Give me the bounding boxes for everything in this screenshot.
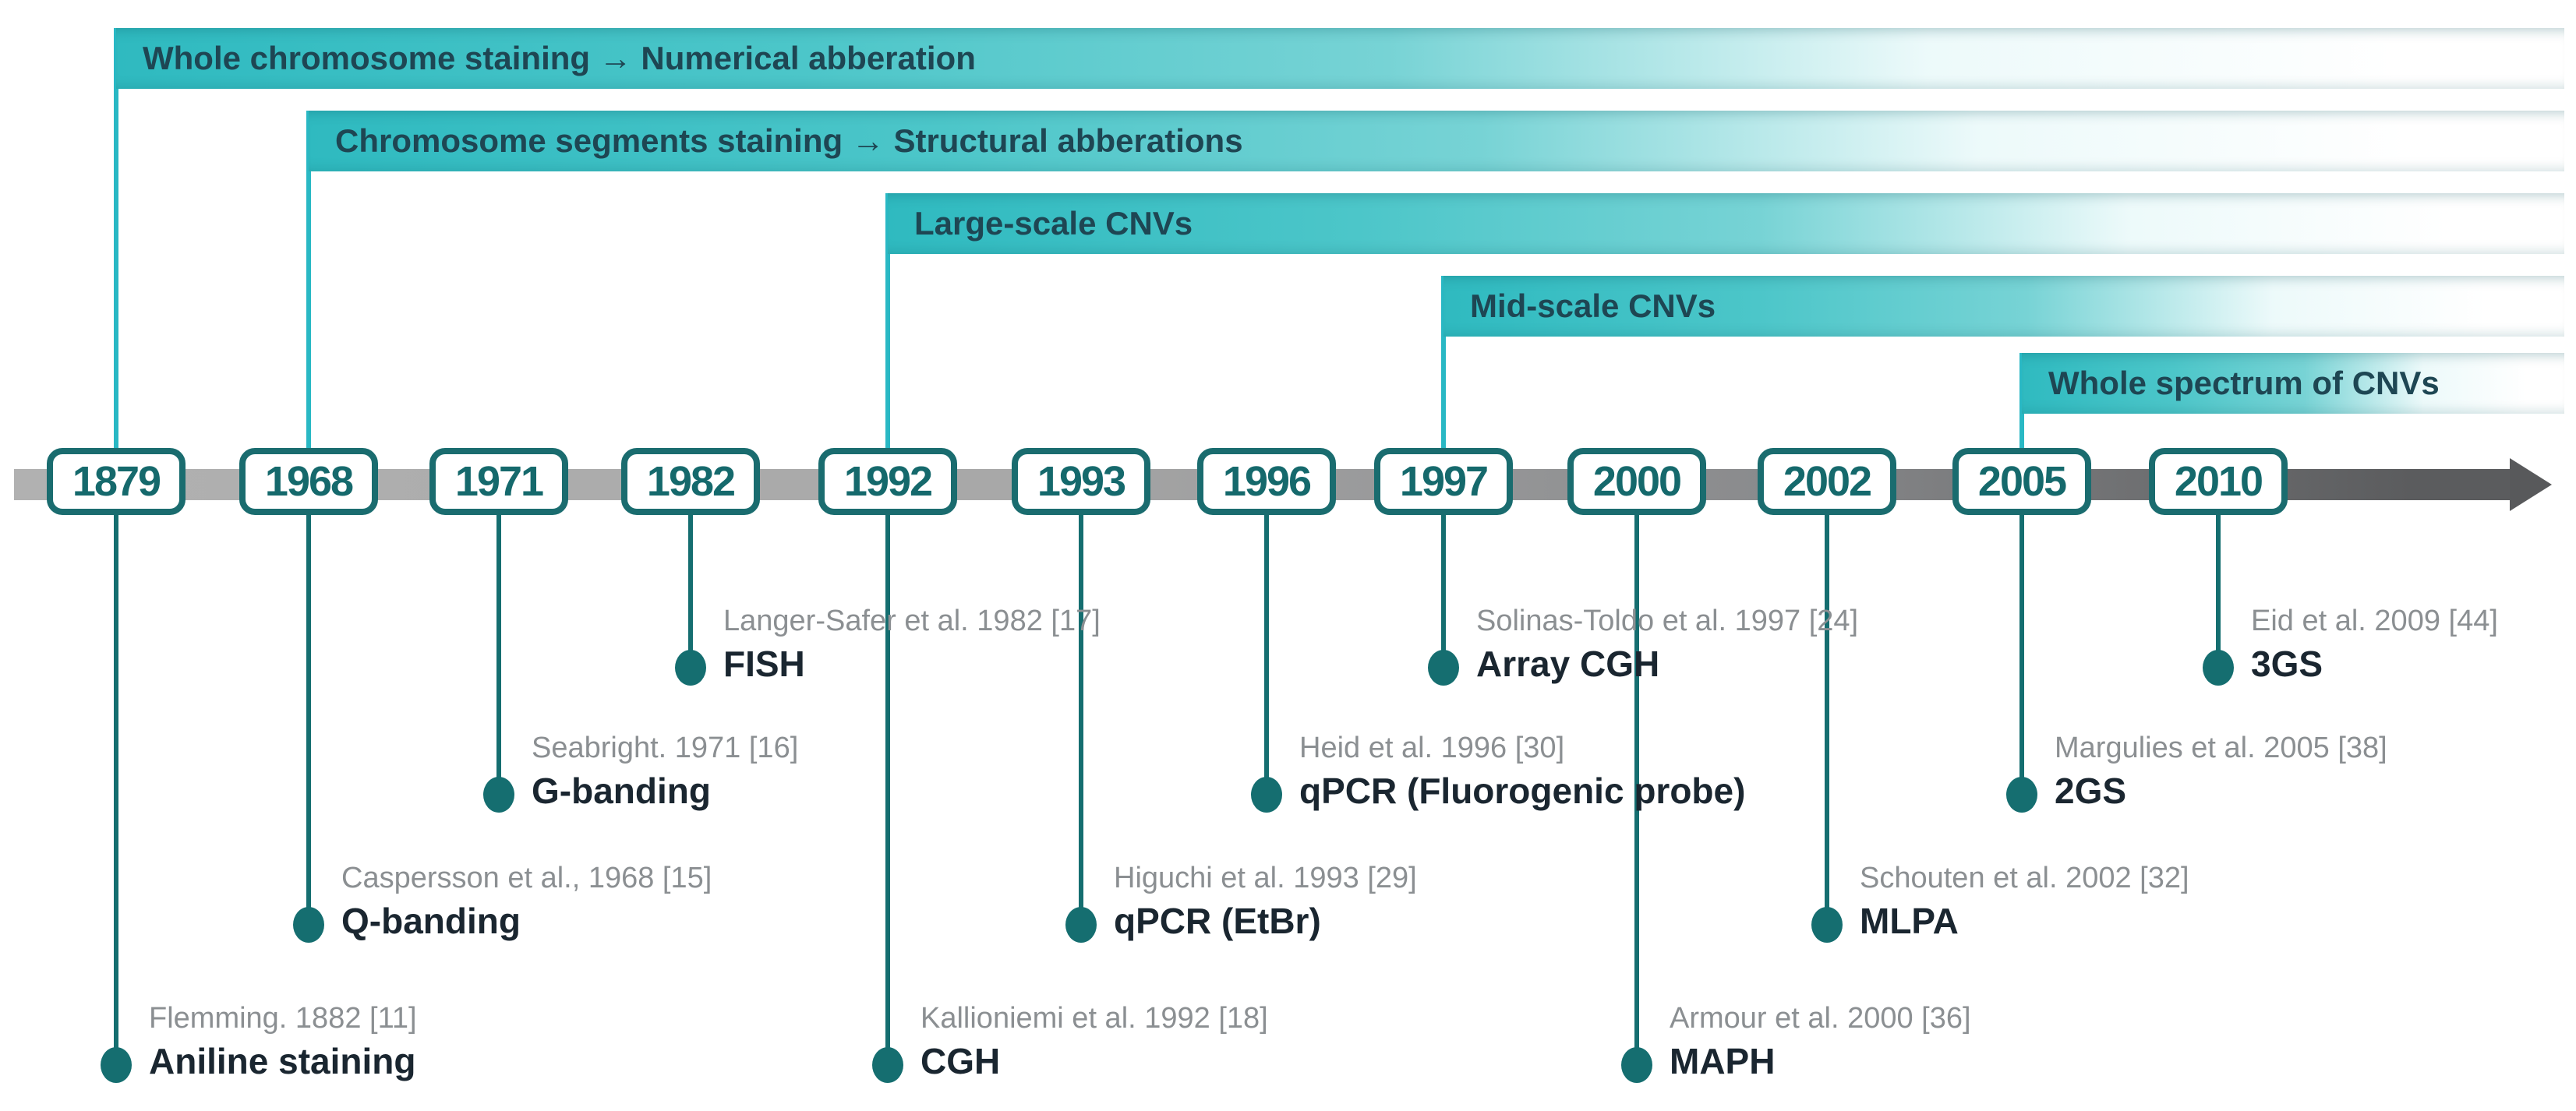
banner-label: Chromosome segments staining → Structura… (335, 122, 1243, 159)
milestone-citation: Higuchi et al. 1993 [29] (1114, 862, 1417, 894)
year-box: 2010 (2149, 448, 2288, 515)
year-connector-line (1079, 513, 1083, 925)
year-connector-line (1264, 513, 1269, 795)
year-box: 2005 (1952, 448, 2091, 515)
year-connector-line (885, 513, 890, 1065)
year-label: 1879 (72, 458, 161, 505)
milestone-dot (1065, 907, 1097, 943)
year-label: 1996 (1222, 458, 1312, 505)
year-box: 2000 (1567, 448, 1706, 515)
milestone-entry: Eid et al. 2009 [44] 3GS (2251, 604, 2498, 685)
year-connector-line (114, 513, 118, 1065)
milestone-dot (293, 907, 324, 943)
year-label: 2010 (2174, 458, 2263, 505)
milestone-method: FISH (723, 644, 805, 684)
milestone-citation: Eid et al. 2009 [44] (2251, 605, 2498, 637)
year-connector-line (496, 513, 501, 795)
milestone-method: Aniline staining (149, 1041, 416, 1081)
year-label: 1971 (454, 458, 544, 505)
banner-connector-line (306, 111, 311, 450)
milestone-method: 2GS (2055, 771, 2127, 811)
year-connector-line (1634, 513, 1639, 1065)
milestone-citation: Solinas-Toldo et al. 1997 [24] (1476, 605, 1859, 637)
milestone-method: CGH (921, 1041, 1001, 1081)
year-box: 1996 (1197, 448, 1336, 515)
milestone-method: G-banding (532, 771, 711, 811)
milestone-entry: Caspersson et al., 1968 [15] Q-banding (341, 861, 712, 942)
year-label: 2005 (1977, 458, 2067, 505)
milestone-entry: Margulies et al. 2005 [38] 2GS (2055, 731, 2387, 812)
milestone-entry: Solinas-Toldo et al. 1997 [24] Array CGH (1476, 604, 1858, 685)
year-connector-line (1825, 513, 1829, 925)
milestone-method: MAPH (1670, 1041, 1776, 1081)
timeline-arrow-icon (2510, 458, 2552, 511)
milestone-dot (1621, 1047, 1652, 1083)
year-connector-line (306, 513, 311, 925)
milestone-method: MLPA (1860, 901, 1959, 941)
milestone-dot (101, 1047, 132, 1083)
year-label: 1982 (646, 458, 736, 505)
year-connector-line (2019, 513, 2024, 795)
banner-label: Large-scale CNVs (914, 205, 1193, 242)
milestone-citation: Margulies et al. 2005 [38] (2055, 732, 2387, 764)
milestone-dot (675, 650, 706, 686)
milestone-dot (872, 1047, 903, 1083)
banner-connector-line (885, 193, 890, 450)
milestone-dot (1251, 777, 1282, 813)
milestone-entry: Flemming. 1882 [11] Aniline staining (149, 1001, 417, 1082)
year-connector-line (2216, 513, 2221, 668)
era-banner: Mid-scale CNVs (1443, 276, 2564, 337)
milestone-method: Q-banding (341, 901, 521, 941)
year-label: 2000 (1592, 458, 1682, 505)
banner-label: Mid-scale CNVs (1470, 287, 1716, 324)
milestone-dot (2006, 777, 2037, 813)
year-box: 2002 (1758, 448, 1896, 515)
milestone-dot (2203, 650, 2234, 686)
milestone-entry: Higuchi et al. 1993 [29] qPCR (EtBr) (1114, 861, 1417, 942)
year-label: 1997 (1399, 458, 1489, 505)
banner-connector-line (114, 28, 118, 450)
milestone-entry: Seabright. 1971 [16] G-banding (532, 731, 798, 812)
banner-connector-line (1441, 276, 1446, 450)
year-box: 1992 (818, 448, 957, 515)
milestone-citation: Caspersson et al., 1968 [15] (341, 862, 712, 894)
era-banner: Large-scale CNVs (888, 193, 2564, 254)
year-box: 1982 (621, 448, 760, 515)
era-banner: Whole spectrum of CNVs (2022, 353, 2564, 414)
year-connector-line (688, 513, 693, 668)
milestone-dot (1428, 650, 1459, 686)
milestone-method: qPCR (Fluorogenic probe) (1299, 771, 1746, 811)
banner-label: Whole chromosome staining → Numerical ab… (143, 40, 976, 76)
milestone-citation: Langer-Safer et al. 1982 [17] (723, 605, 1101, 637)
milestone-entry: Kallioniemi et al. 1992 [18] CGH (921, 1001, 1268, 1082)
milestone-citation: Kallioniemi et al. 1992 [18] (921, 1002, 1268, 1035)
milestone-entry: Heid et al. 1996 [30] qPCR (Fluorogenic p… (1299, 731, 1745, 812)
milestone-entry: Langer-Safer et al. 1982 [17] FISH (723, 604, 1101, 685)
milestone-dot (483, 777, 514, 813)
milestone-citation: Armour et al. 2000 [36] (1670, 1002, 1971, 1035)
milestone-citation: Heid et al. 1996 [30] (1299, 732, 1565, 764)
milestone-dot (1811, 907, 1843, 943)
year-box: 1997 (1374, 448, 1513, 515)
year-label: 1968 (264, 458, 354, 505)
milestone-citation: Schouten et al. 2002 [32] (1860, 862, 2189, 894)
milestone-method: 3GS (2251, 644, 2323, 684)
milestone-citation: Seabright. 1971 [16] (532, 732, 799, 764)
milestone-citation: Flemming. 1882 [11] (149, 1002, 417, 1035)
year-connector-line (1441, 513, 1446, 668)
year-box: 1993 (1012, 448, 1150, 515)
year-label: 1993 (1037, 458, 1126, 505)
year-box: 1971 (429, 448, 568, 515)
milestone-method: qPCR (EtBr) (1114, 901, 1321, 941)
year-box: 1968 (239, 448, 378, 515)
era-banner: Whole chromosome staining → Numerical ab… (116, 28, 2564, 89)
banner-label: Whole spectrum of CNVs (2048, 365, 2440, 401)
year-label: 1992 (843, 458, 933, 505)
year-label: 2002 (1783, 458, 1872, 505)
milestone-entry: Schouten et al. 2002 [32] MLPA (1860, 861, 2189, 942)
year-box: 1879 (47, 448, 186, 515)
milestone-entry: Armour et al. 2000 [36] MAPH (1670, 1001, 1971, 1082)
era-banner: Chromosome segments staining → Structura… (309, 111, 2564, 171)
milestone-method: Array CGH (1476, 644, 1660, 684)
